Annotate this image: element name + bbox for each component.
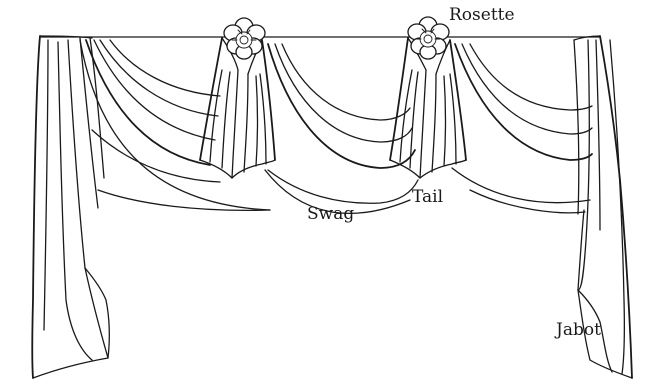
right-tail [389, 37, 467, 179]
center-swag [264, 43, 419, 215]
right-swag [451, 43, 593, 214]
right-rosette [407, 16, 450, 60]
left-swag [79, 39, 271, 211]
label-tail: Tail [412, 187, 444, 207]
right-jabot [573, 35, 633, 379]
label-rosette: Rosette [449, 5, 515, 25]
left-tail [199, 37, 276, 179]
label-swag: Swag [307, 204, 355, 224]
label-jabot: Jabot [556, 320, 601, 340]
left-rosette [223, 17, 266, 60]
left-jabot [31, 35, 110, 379]
